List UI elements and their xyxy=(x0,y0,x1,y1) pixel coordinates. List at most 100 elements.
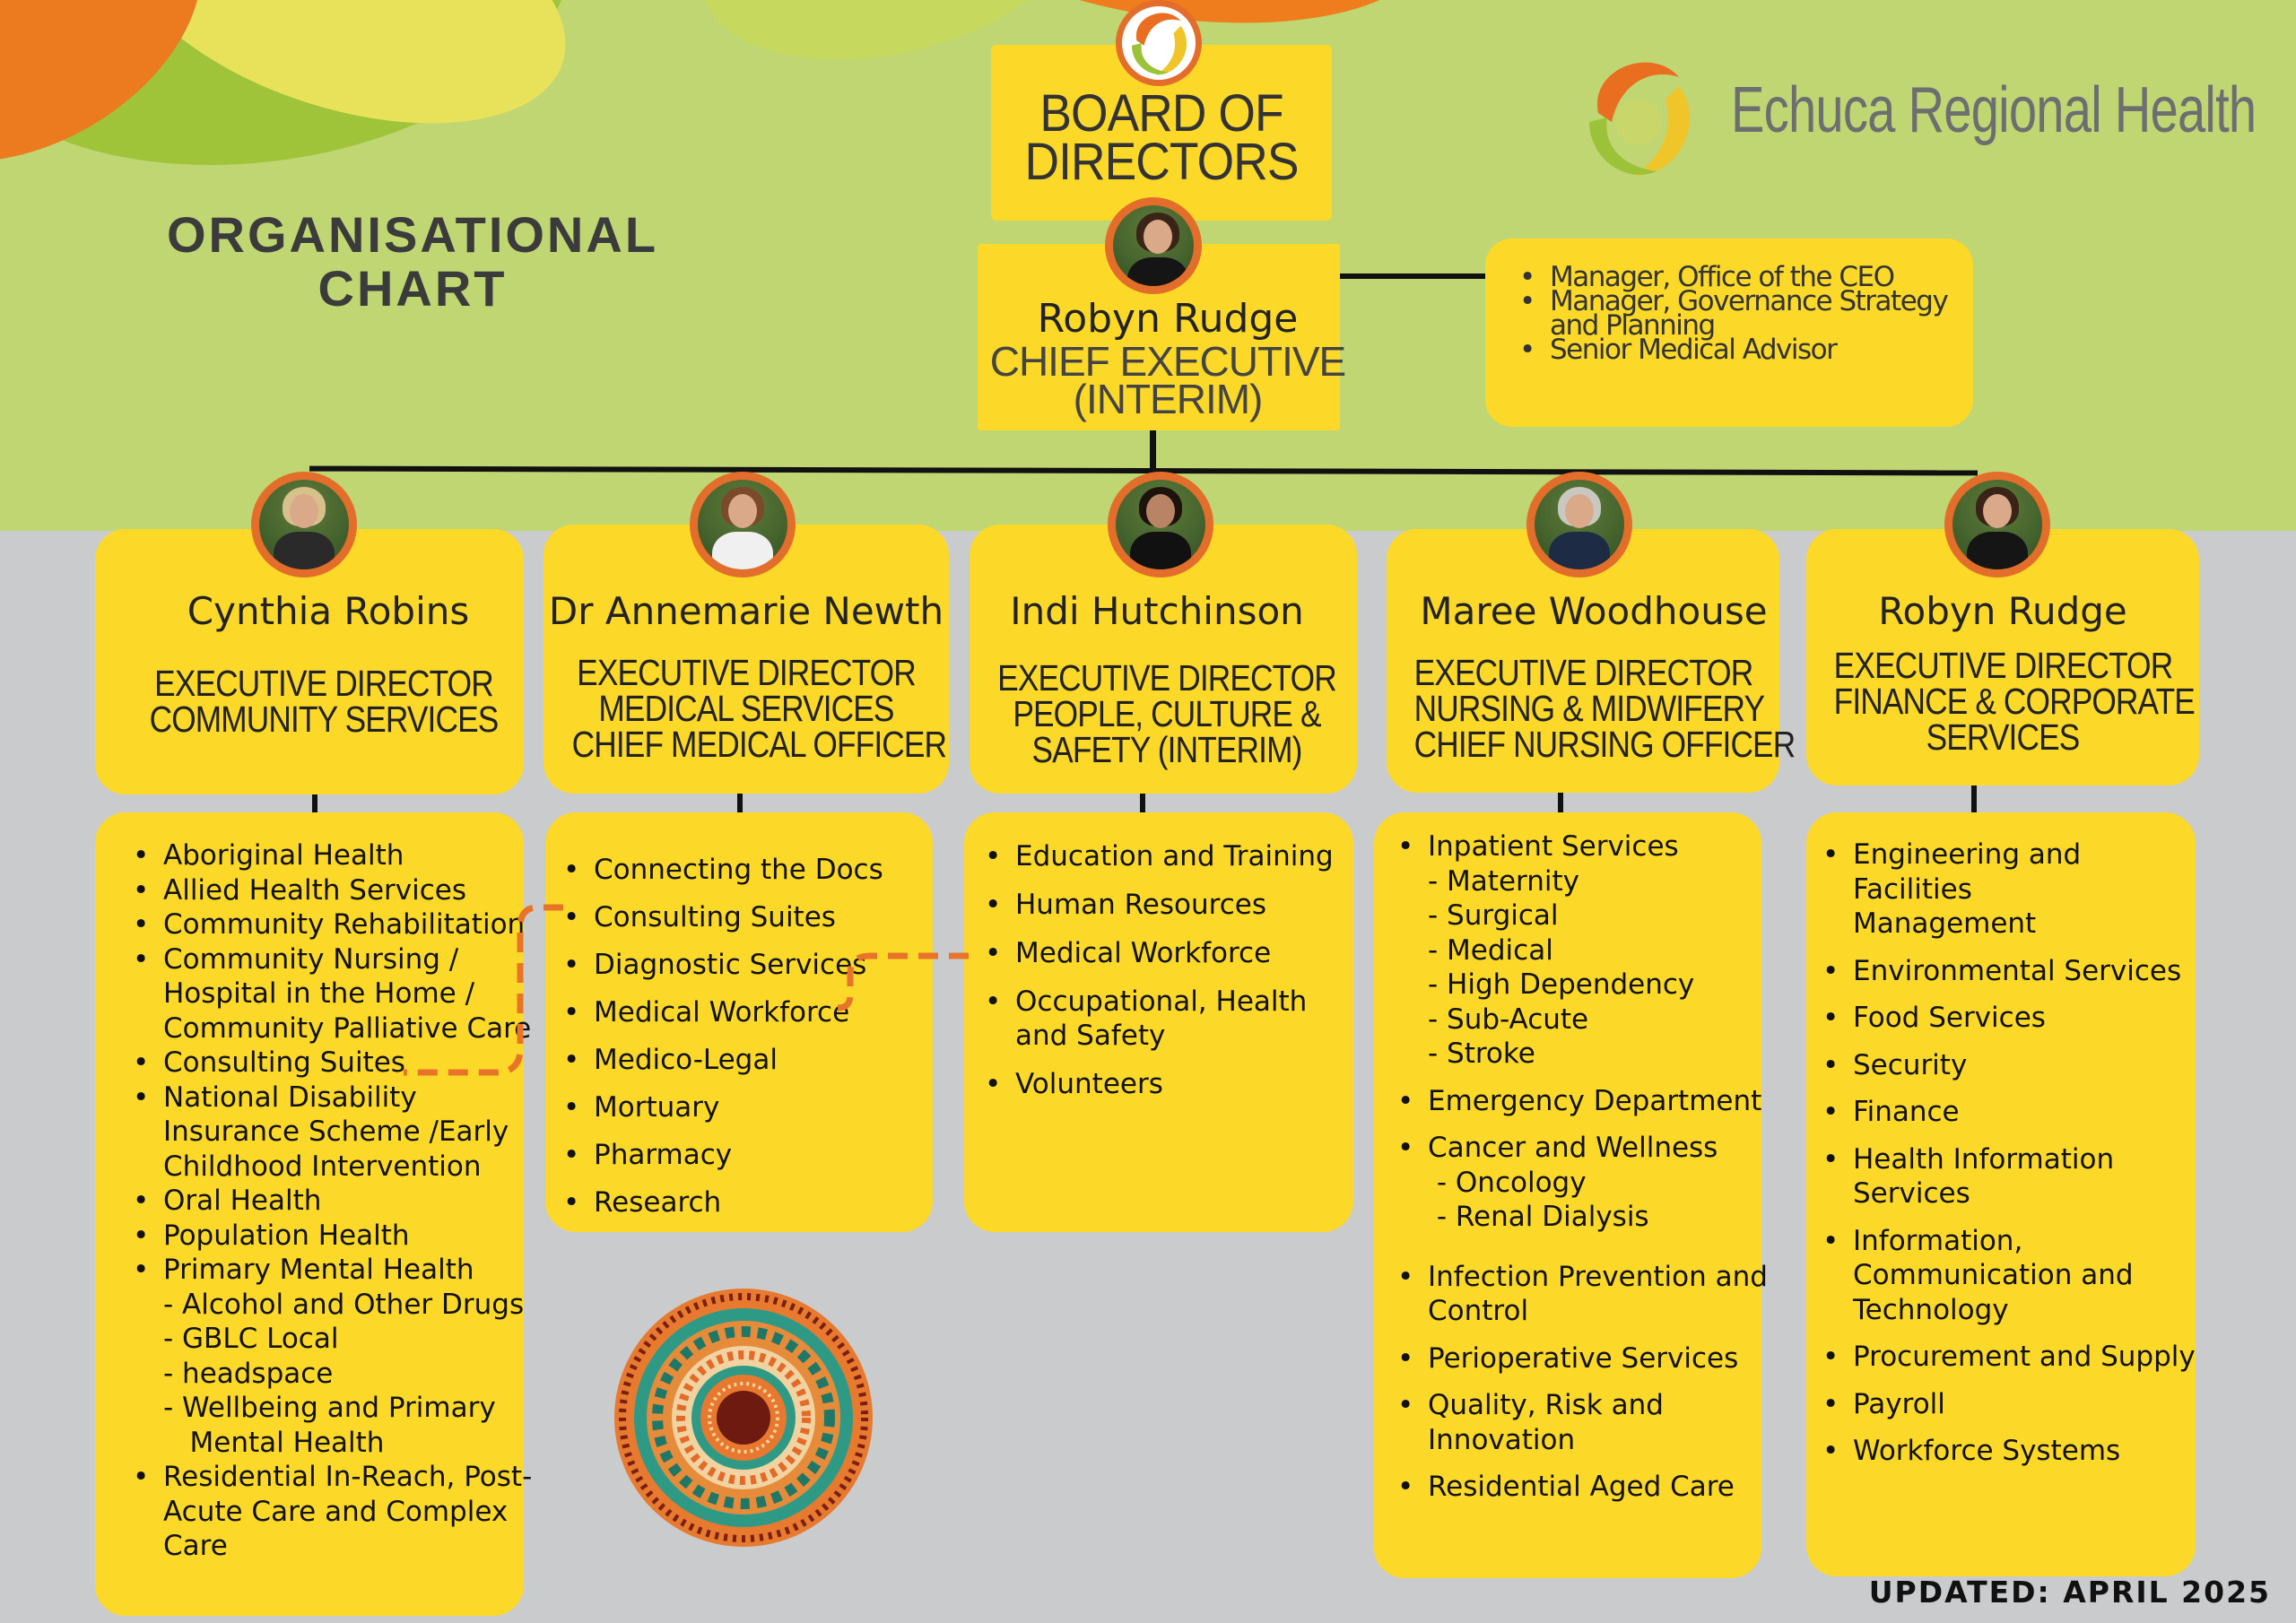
erh-leaf-logo-icon xyxy=(1589,62,1690,176)
services-list-medical: Connecting the DocsConsulting SuitesDiag… xyxy=(558,846,935,1227)
list-gap xyxy=(1392,1118,1769,1131)
service-item: Consulting Suites xyxy=(127,1046,522,1081)
service-item: Cancer and Wellness xyxy=(1392,1131,1769,1166)
stub-5 xyxy=(1971,785,1977,812)
services-list-community: Aboriginal HealthAllied Health ServicesC… xyxy=(127,838,532,1564)
service-item: Health Information Services xyxy=(1817,1142,2203,1211)
role-line: CHIEF NURSING OFFICER xyxy=(1413,724,1796,765)
service-subitem: - Medical xyxy=(1428,933,1553,967)
service-item: Mortuary xyxy=(558,1084,935,1132)
services-list-finance: Engineering and Facilities ManagementEnv… xyxy=(1817,838,2203,1481)
service-subitem: - Renal Dialysis xyxy=(1428,1201,1649,1233)
service-item: Community Rehabilitation xyxy=(127,907,525,942)
role-line: EXECUTIVE DIRECTOR xyxy=(1833,645,2174,686)
service-subitem: Mental Health xyxy=(163,1426,385,1459)
service-subitem: Childhood Intervention xyxy=(163,1150,482,1183)
service-item: Aboriginal Health xyxy=(127,838,522,873)
list-gap xyxy=(1392,1329,1769,1341)
page-title: ORGANISATIONAL CHART xyxy=(126,208,700,316)
service-item: Food Services xyxy=(1817,1001,2203,1036)
role-line: FINANCE & CORPORATE xyxy=(1833,681,2196,722)
service-subitem: Care xyxy=(163,1530,228,1562)
list-gap xyxy=(1392,1235,1769,1247)
service-subitem: - Wellbeing and Primary xyxy=(163,1392,496,1424)
service-item: Connecting the Docs xyxy=(558,846,935,894)
director-name-3: Indi Hutchinson xyxy=(1010,589,1304,633)
title-text: ORGANISATIONAL CHART xyxy=(166,206,659,317)
ceo-vertical-connector xyxy=(1150,430,1156,473)
service-subitem: Acute Care and Complex xyxy=(163,1495,509,1528)
service-item: Infection Prevention and xyxy=(1392,1260,1769,1295)
service-subitem: Hospital in the Home / xyxy=(163,977,475,1010)
service-subitem: Insurance Scheme /Early xyxy=(163,1115,509,1148)
service-subitem: - Sub-Acute xyxy=(1428,1002,1589,1036)
service-subitem: - Surgical xyxy=(1428,899,1559,932)
ceo-role-line1: CHIEF EXECUTIVE xyxy=(989,338,1347,385)
service-item: Finance xyxy=(1817,1095,2203,1130)
board-of-directors-box[interactable]: BOARD OF DIRECTORS xyxy=(991,45,1332,221)
service-item: Environmental Services xyxy=(1817,954,2203,989)
service-subitem: - headspace xyxy=(163,1357,334,1390)
service-item: Volunteers xyxy=(979,1067,1356,1101)
role-line: COMMUNITY SERVICES xyxy=(149,699,500,740)
service-item: Information, Communication and Technolog… xyxy=(1817,1224,2203,1328)
dashed-link-consulting-suites xyxy=(404,904,563,1076)
service-item: Security xyxy=(1817,1048,2203,1083)
erh-leaf-small-icon xyxy=(1131,13,1187,75)
services-card-4[interactable] xyxy=(1374,812,1761,1578)
list-gap xyxy=(1392,1247,1769,1260)
board-logo-badge xyxy=(1116,0,1202,86)
role-line: EXECUTIVE DIRECTOR xyxy=(1413,652,1754,693)
service-subitem: - High Dependency xyxy=(1428,968,1695,1001)
director-avatar-5 xyxy=(1944,472,2050,577)
ceo-office-box[interactable]: Manager, Office of the CEO Manager, Gove… xyxy=(1485,239,1973,427)
director-avatar-3 xyxy=(1108,472,1213,577)
director-avatar-1 xyxy=(251,472,357,577)
stub-1 xyxy=(312,793,317,812)
service-subitem: Control xyxy=(1428,1295,1529,1327)
service-item: Pharmacy xyxy=(558,1132,935,1179)
dashed-link-medical-workforce xyxy=(837,952,969,1011)
stub-4 xyxy=(1558,793,1563,812)
service-subitem: Innovation xyxy=(1428,1423,1576,1456)
service-item: Inpatient Services xyxy=(1392,829,1769,864)
service-item: Research xyxy=(558,1179,935,1227)
service-subitem: - GBLC Local xyxy=(163,1323,339,1355)
service-subitem: - Maternity xyxy=(1428,864,1579,898)
director-name-1: Cynthia Robins xyxy=(187,589,470,633)
service-item: Primary Mental Health xyxy=(127,1253,522,1288)
service-item: Perioperative Services xyxy=(1392,1341,1769,1376)
role-line: NURSING & MIDWIFERY xyxy=(1413,688,1765,729)
service-subitem: - Alcohol and Other Drugs xyxy=(163,1288,525,1321)
service-item: National Disability xyxy=(127,1081,522,1115)
ceo-name: Robyn Rudge xyxy=(1037,296,1299,342)
service-item: Residential Aged Care xyxy=(1392,1470,1769,1505)
role-line: PEOPLE, CULTURE & xyxy=(1013,693,1321,734)
director-role-5: EXECUTIVE DIRECTOR FINANCE & CORPORATE S… xyxy=(1833,645,2196,756)
ceo-role-line2: (INTERIM) xyxy=(1073,376,1264,422)
director-role-2: EXECUTIVE DIRECTOR MEDICAL SERVICES CHIE… xyxy=(572,655,947,763)
ceo-box[interactable]: Robyn Rudge CHIEF EXECUTIVE (INTERIM) xyxy=(978,244,1346,430)
director-role-1: EXECUTIVE DIRECTOR COMMUNITY SERVICES xyxy=(127,665,521,740)
service-item: Medical Workforce xyxy=(979,936,1356,970)
service-item: Workforce Systems xyxy=(1817,1434,2203,1469)
ceo-office-item: Senior Medical Advisor xyxy=(1516,336,1982,364)
services-list-people: Education and TrainingHuman ResourcesMed… xyxy=(979,839,1356,1115)
services-list-nursing: Inpatient Services- Maternity- Surgical-… xyxy=(1392,829,1769,1505)
list-gap xyxy=(1392,1457,1769,1470)
director-avatar-2 xyxy=(690,472,796,577)
service-item: Residential In-Reach, Post- xyxy=(127,1460,532,1495)
updated-date: UPDATED: APRIL 2025 xyxy=(1868,1575,2271,1610)
aboriginal-artwork-icon xyxy=(614,1289,873,1547)
service-item: Population Health xyxy=(127,1219,522,1254)
ceo-office-item: Manager, Governance Strategy xyxy=(1516,288,1982,316)
service-item: Quality, Risk and xyxy=(1392,1388,1769,1423)
service-subitem: - Stroke xyxy=(1428,1037,1535,1070)
service-item: Oral Health xyxy=(127,1184,522,1219)
service-item: Consulting Suites xyxy=(558,894,935,942)
service-item: Medical Workforce xyxy=(558,989,935,1037)
service-item: Medico-Legal xyxy=(558,1037,935,1084)
director-role-4: EXECUTIVE DIRECTOR NURSING & MIDWIFERY C… xyxy=(1413,652,1796,765)
ceo-side-connector xyxy=(1340,273,1485,279)
service-item: Human Resources xyxy=(979,888,1356,922)
